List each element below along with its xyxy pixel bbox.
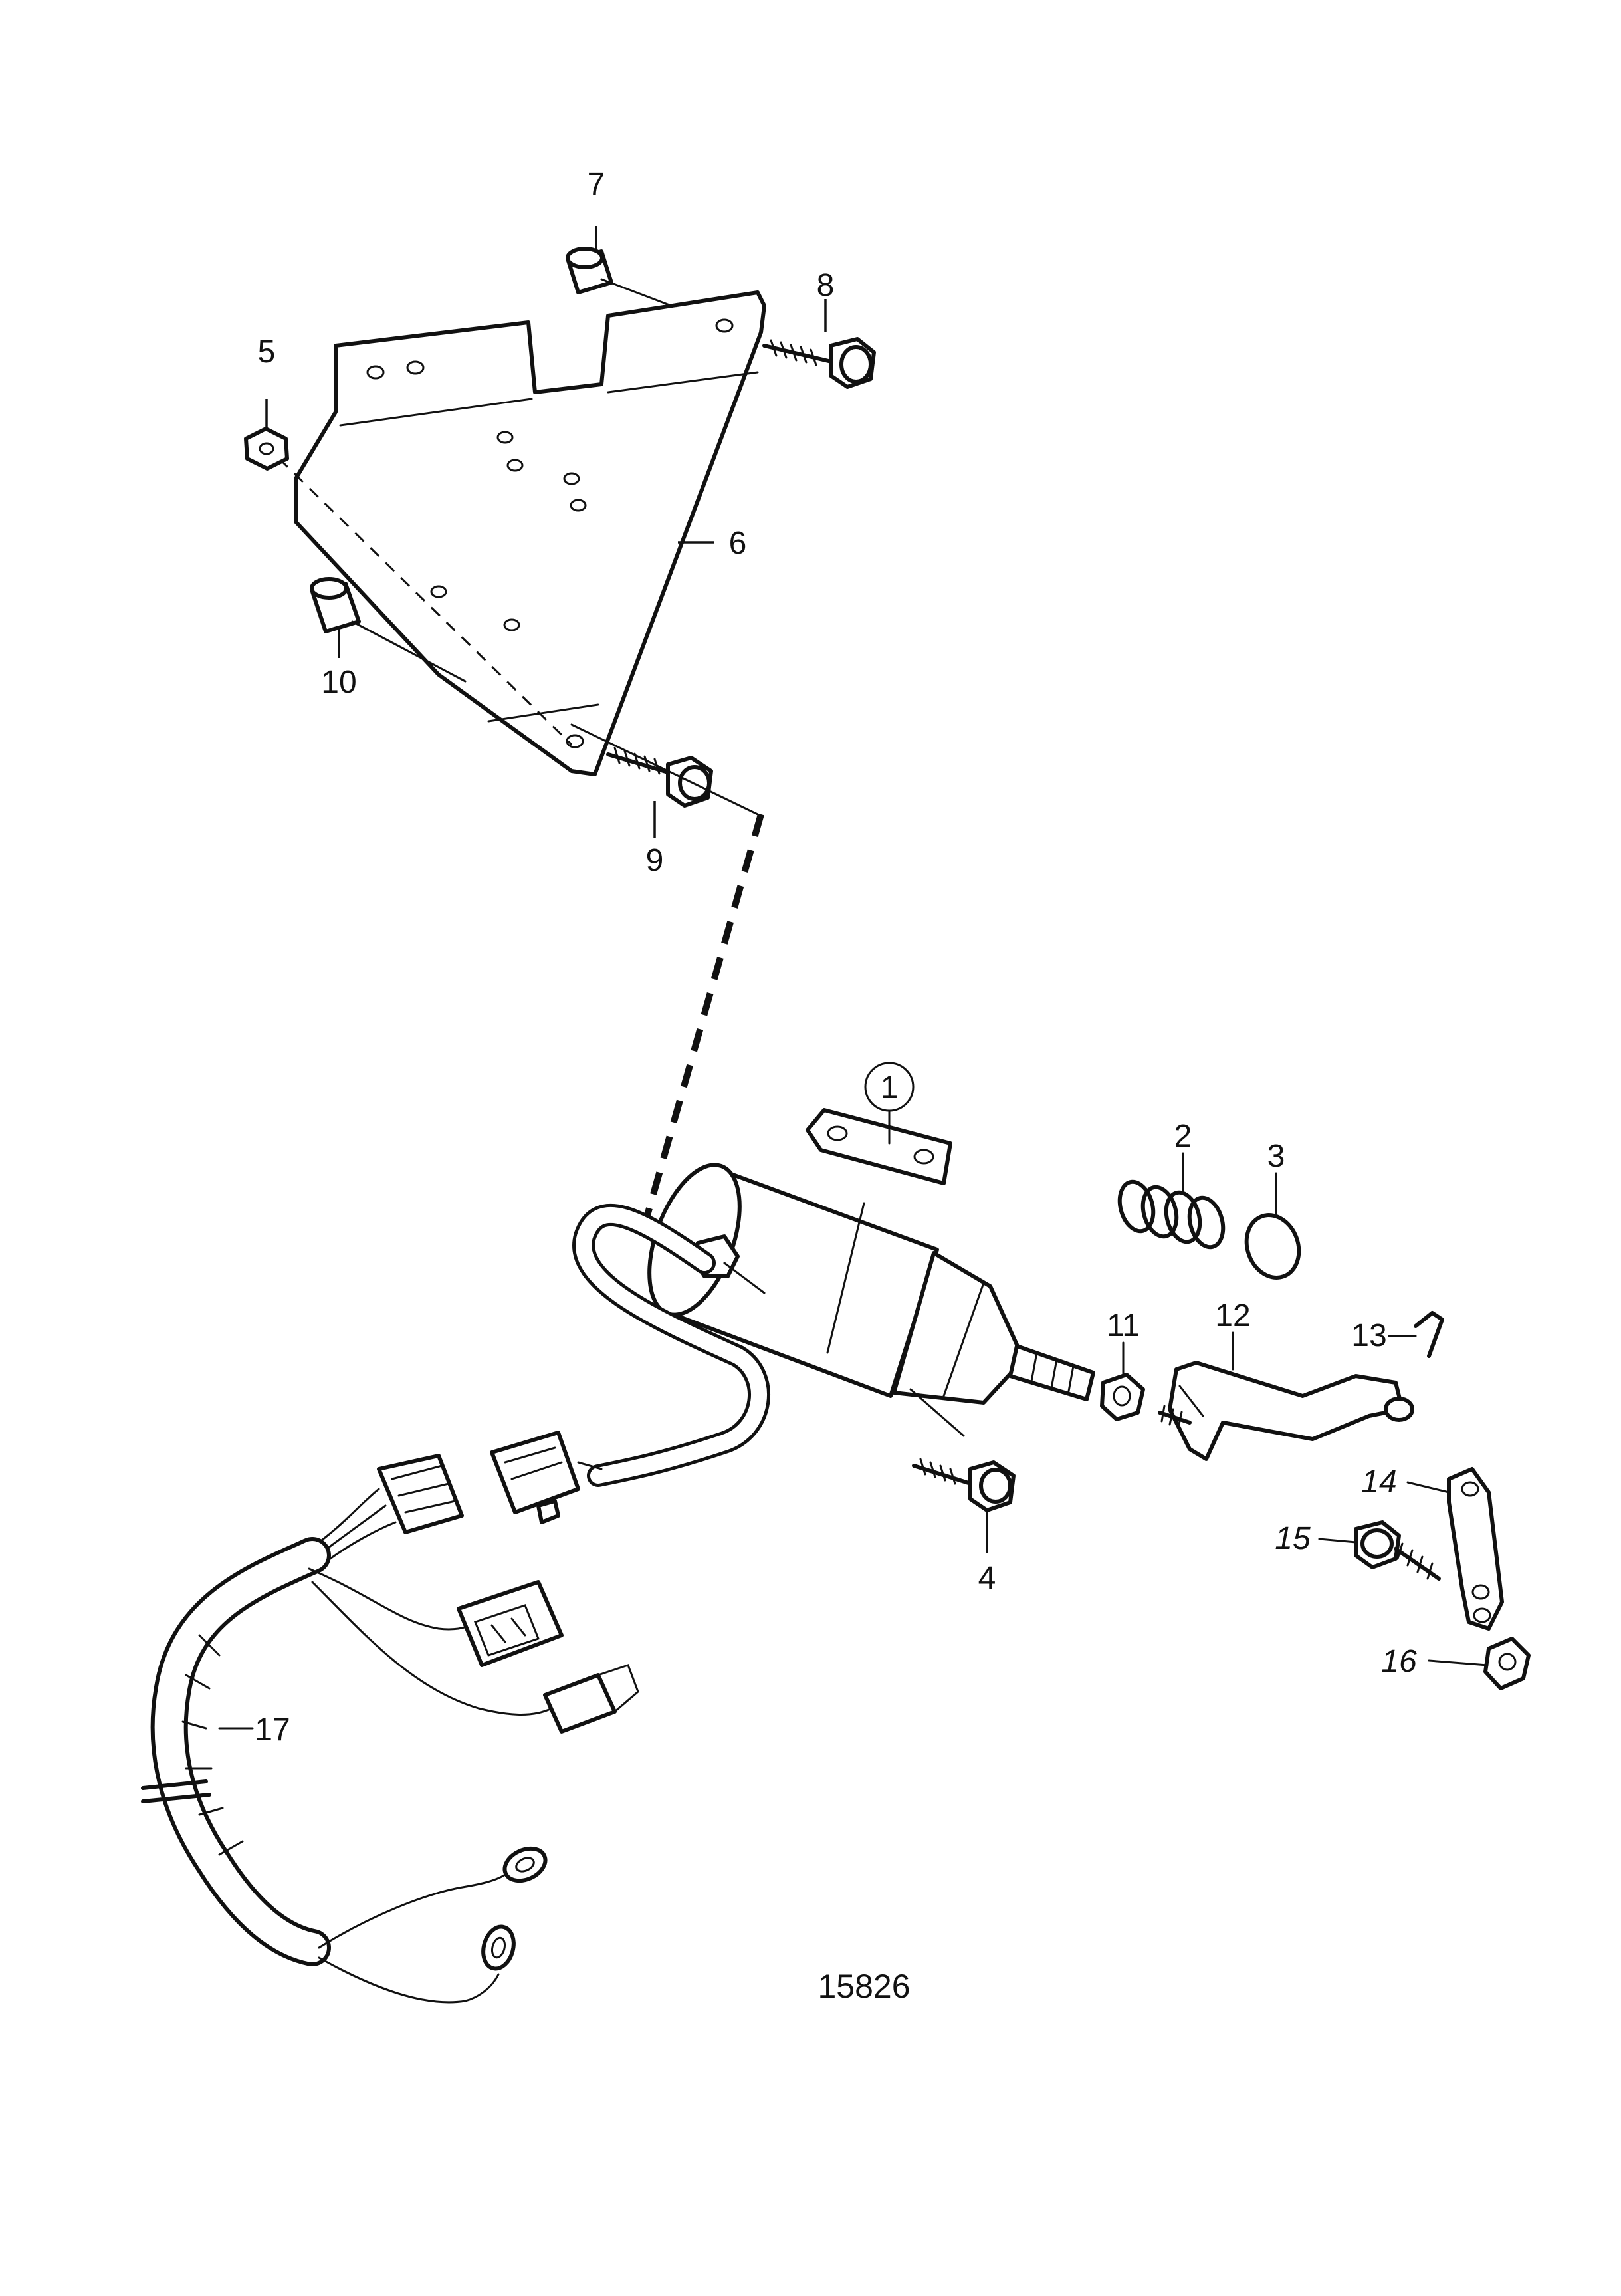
bolt-9 [606, 746, 713, 808]
stop-solenoid [647, 1108, 1095, 1405]
ring-terminal-2 [481, 1924, 516, 1971]
label-7: 7 [588, 167, 605, 202]
label-14: 14 [1361, 1464, 1396, 1500]
label-3: 3 [1267, 1139, 1285, 1174]
label-15: 15 [1275, 1521, 1311, 1556]
bolt-8 [762, 337, 876, 389]
label-11: 11 [1107, 1308, 1140, 1343]
label-12: 12 [1215, 1298, 1250, 1333]
solenoid-cable [572, 1203, 770, 1487]
bolt-15 [1318, 1520, 1441, 1581]
label-9: 9 [646, 843, 664, 878]
connector-solenoid [490, 1431, 603, 1524]
mounting-bracket [278, 290, 766, 776]
label-2: 2 [1174, 1119, 1192, 1154]
label-1-callout [864, 1062, 915, 1145]
bolt-4 [909, 1388, 1016, 1553]
nut-5 [244, 427, 289, 471]
label-8: 8 [817, 268, 835, 303]
label-1: 1 [881, 1070, 899, 1105]
figure-number: 15826 [817, 1968, 910, 2005]
cotter-pin-13 [1388, 1311, 1444, 1358]
small-connector [543, 1664, 639, 1734]
label-10: 10 [321, 665, 356, 700]
spacer-10 [310, 577, 467, 683]
label-6: 6 [729, 526, 747, 561]
harness-connector-main [318, 1454, 464, 1563]
label-4: 4 [978, 1561, 996, 1596]
nut-11 [1100, 1341, 1145, 1421]
spacer-7 [566, 247, 673, 307]
harness-branch-wires [308, 1567, 553, 2004]
harness-sleeve [141, 1537, 331, 1966]
ring-terminal-1 [502, 1846, 548, 1883]
spring-2 [1117, 1152, 1226, 1250]
label-17: 17 [255, 1712, 290, 1748]
label-13: 13 [1351, 1318, 1386, 1353]
relay-connector [457, 1580, 564, 1667]
link-14 [1406, 1467, 1504, 1631]
label-16: 16 [1381, 1644, 1417, 1679]
nut-16 [1428, 1637, 1531, 1690]
label-5: 5 [258, 334, 276, 370]
circlip-3 [1244, 1172, 1301, 1280]
bracket-connection-line [570, 723, 759, 816]
lever-12 [1158, 1331, 1414, 1461]
leader-lines [265, 226, 827, 838]
part-labels: 7 8 5 6 10 9 1 2 3 11 12 13 4 14 15 16 1… [255, 167, 1417, 2005]
